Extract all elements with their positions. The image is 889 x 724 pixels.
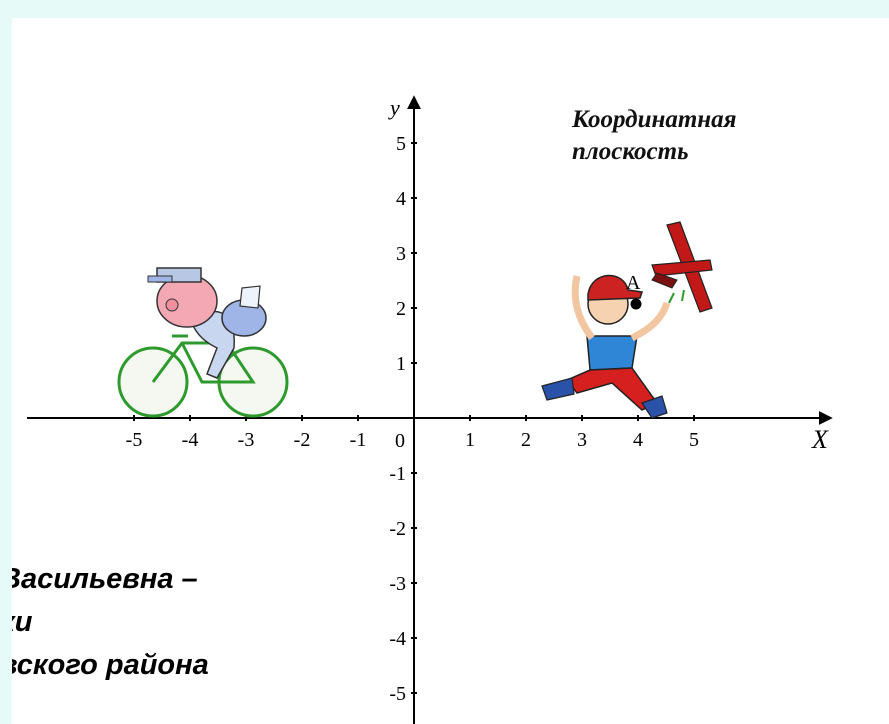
y-tick-label: 4	[396, 188, 406, 210]
y-tick-label: 3	[396, 243, 406, 265]
author-line-2: ки	[12, 606, 33, 638]
author-credit: Васильевна – ки вского района	[12, 558, 209, 687]
point-a-marker	[630, 298, 642, 310]
x-tick-label: -5	[126, 429, 143, 451]
origin-label: 0	[395, 430, 405, 452]
running-boy-icon	[541, 274, 671, 419]
slide-title: Координатная плоскость	[572, 104, 737, 168]
y-tick-label: -2	[389, 518, 406, 540]
x-tick-label: -3	[238, 429, 255, 451]
x-tick-label: 1	[465, 429, 475, 451]
x-tick-label: -4	[182, 429, 199, 451]
title-line-2: плоскость	[572, 138, 689, 165]
y-tick-label: -4	[389, 628, 406, 650]
point-a-label: A	[626, 272, 641, 294]
x-tick-label: -1	[350, 429, 367, 451]
x-axis-name: X	[811, 425, 829, 454]
cyclist-icon	[117, 267, 289, 418]
x-tick-label: -2	[294, 429, 311, 451]
title-line-1: Координатная	[572, 106, 737, 133]
x-tick-label: 5	[689, 429, 699, 451]
x-tick-label: 2	[521, 429, 531, 451]
y-tick-label: 5	[396, 133, 406, 155]
y-tick-label: -5	[389, 683, 406, 705]
y-tick-label: 2	[396, 298, 406, 320]
author-line-1: Васильевна –	[12, 563, 198, 595]
y-tick-label: 1	[396, 353, 406, 375]
author-line-3: вского района	[12, 649, 209, 681]
x-tick-label: 4	[633, 429, 643, 451]
x-tick-label: 3	[577, 429, 587, 451]
airplane-icon	[651, 221, 713, 313]
coordinate-plane: -5 -4 -3 -2 -1 1 2 3 4 5 5 4 3 2 1 -1 -2 -3 -4 -5 X у 0	[27, 95, 833, 724]
slide: -5 -4 -3 -2 -1 1 2 3 4 5 5 4 3 2 1 -1 -2 -3 -4 -5 X у 0	[12, 18, 889, 724]
y-tick-label: -1	[389, 463, 406, 485]
y-tick-label: -3	[389, 573, 406, 595]
y-axis-name: у	[388, 95, 400, 120]
